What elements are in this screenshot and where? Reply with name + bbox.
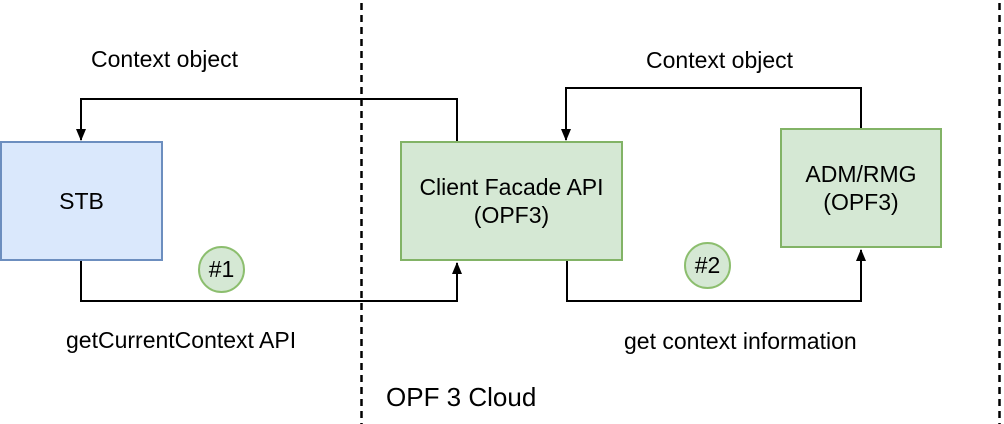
node-client-facade-label-line1: Client Facade API [419,174,604,200]
node-stb: STB [0,141,163,261]
node-adm-rmg: ADM/RMG (OPF3) [780,128,942,248]
step-badge-1: #1 [198,246,245,293]
step-badge-1-label: #1 [208,256,235,282]
step-badge-2: #2 [684,242,731,289]
label-opf3-cloud: OPF 3 Cloud [386,382,537,412]
label-context-object-right: Context object [646,47,794,73]
arrow-getcurrentcontext-to-client-facade [80,261,462,302]
label-get-context-information: get context information [624,328,857,354]
arrow-context-object-to-stb [76,98,458,141]
node-client-facade-api: Client Facade API (OPF3) [400,141,623,261]
step-badge-2-label: #2 [694,252,721,278]
node-adm-rmg-label-line1: ADM/RMG [805,161,917,187]
label-get-current-context-api: getCurrentContext API [66,327,297,353]
node-stb-label: STB [59,188,104,214]
label-context-object-left: Context object [91,46,239,72]
node-client-facade-label-line2: (OPF3) [473,202,550,228]
node-adm-rmg-label-line2: (OPF3) [823,189,899,215]
